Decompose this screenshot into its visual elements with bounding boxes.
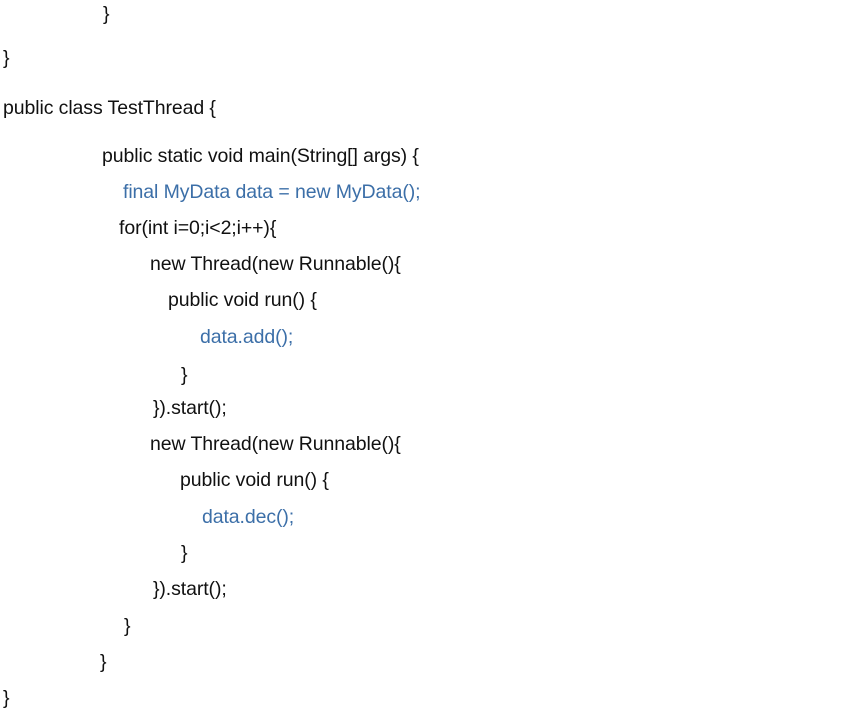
code-line: } — [103, 3, 110, 25]
code-line: new Thread(new Runnable(){ — [150, 253, 401, 275]
code-line: public static void main(String[] args) { — [102, 145, 419, 167]
code-line: }).start(); — [153, 578, 227, 600]
code-line: } — [181, 364, 188, 386]
code-line: } — [3, 687, 10, 709]
code-line: public class TestThread { — [3, 97, 216, 119]
code-line: } — [100, 651, 107, 673]
code-line: }).start(); — [153, 397, 227, 419]
code-line: } — [3, 47, 10, 69]
code-line: new Thread(new Runnable(){ — [150, 433, 401, 455]
code-line: public void run() { — [168, 289, 317, 311]
code-line: data.dec(); — [202, 506, 295, 528]
code-line: } — [124, 615, 131, 637]
code-line: data.add(); — [200, 326, 294, 348]
code-line: } — [181, 542, 188, 564]
code-line: for(int i=0;i<2;i++){ — [119, 217, 277, 239]
code-line: public void run() { — [180, 469, 329, 491]
code-line: final MyData data = new MyData(); — [123, 181, 421, 203]
